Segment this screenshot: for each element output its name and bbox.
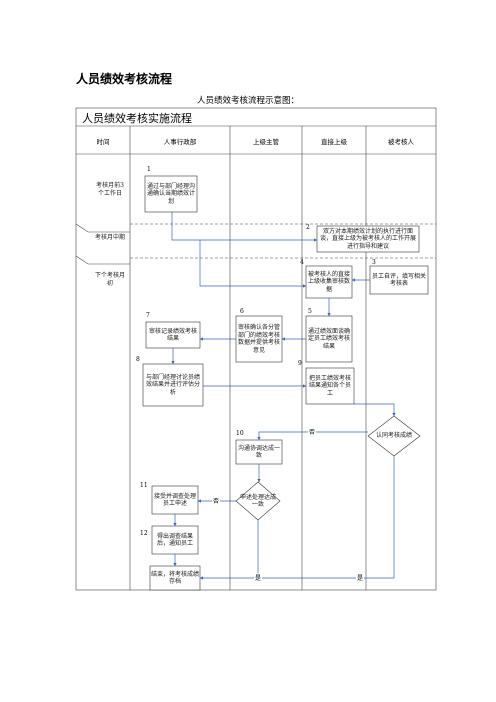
step-text: 沟通协调达成一致 <box>237 444 280 460</box>
diagram-frame <box>75 107 437 591</box>
step2-box <box>316 225 420 253</box>
step-text: 与部门经理讨论员绩效结果并进行评估分析 <box>145 373 200 396</box>
step-number: 4 <box>300 259 304 266</box>
step-number: 10 <box>236 430 244 437</box>
column-header-time: 时间 <box>96 138 110 146</box>
column-header-direct-superior: 直接上级 <box>321 138 347 146</box>
step-text: 得出调查结果后，通知员工 <box>156 532 193 548</box>
step-text: 通过绩效面谈确定员工绩效考核结果 <box>307 327 350 350</box>
step-text: 双方对本期绩效计划的执行进行面谈，直接上级为被考核人的工作开展进行指导和建议 <box>319 227 416 250</box>
step7-box <box>145 321 201 349</box>
step-number: 5 <box>308 308 312 315</box>
step-text: 把员工绩效考核结果通知各个员工 <box>308 374 351 397</box>
step10-box <box>235 439 283 465</box>
step6-box <box>235 315 283 363</box>
page-subtitle: 人员绩效考核流程示意图： <box>196 96 299 106</box>
step3-box <box>369 265 429 295</box>
decision-text: 申述处理达成一致 <box>240 493 276 509</box>
step11-box <box>151 485 199 515</box>
step-number: 12 <box>140 530 148 537</box>
step-text: 审核记录绩效考核结果 <box>148 327 197 343</box>
end-text: 结束，将考核成绩存档 <box>151 570 199 586</box>
column-header-hr: 人事行政部 <box>163 138 197 146</box>
phase-label: 考核月中期 <box>94 234 125 241</box>
step-number: 8 <box>136 356 140 363</box>
step-text: 审核确认各分管部门的绩效考核数据并提供考核意见 <box>237 324 280 354</box>
decision-text: 认同考核成绩 <box>375 432 412 440</box>
edge-label-no: 否 <box>212 496 221 505</box>
phase-label: 考核月前3个工作日 <box>96 182 124 197</box>
step-number: 1 <box>147 166 151 173</box>
step-number: 3 <box>372 259 376 266</box>
step-text: 被考核人的直接上级收集审核数据 <box>307 270 350 293</box>
page-heading: 人员绩效考核流程 <box>76 72 173 86</box>
column-header-employee: 被考核人 <box>388 138 414 146</box>
step-text: 员工自评，填写相关考核表 <box>371 272 426 288</box>
step1-box <box>144 175 198 213</box>
step-number: 7 <box>146 312 150 319</box>
edge-label-yes: 是 <box>356 573 365 582</box>
chart-title: 人员绩效考核实施流程 <box>82 112 192 125</box>
step8-box <box>142 363 204 407</box>
step-number: 9 <box>298 360 302 367</box>
column-header-manager: 上级主管 <box>253 138 279 146</box>
step-text: 接受并调查处理员工申述 <box>153 492 196 508</box>
step-number: 6 <box>240 308 244 315</box>
step-number: 2 <box>306 224 310 231</box>
step9-box <box>305 367 355 405</box>
phase-label: 下个考核月初 <box>94 272 125 287</box>
step-text: 通过与部门经理沟通确认当期绩效计划 <box>146 182 195 205</box>
edge-label-no: 否 <box>308 427 317 436</box>
edge-label-yes: 是 <box>254 573 263 582</box>
step-number: 11 <box>140 482 148 489</box>
step5-box <box>305 315 353 363</box>
